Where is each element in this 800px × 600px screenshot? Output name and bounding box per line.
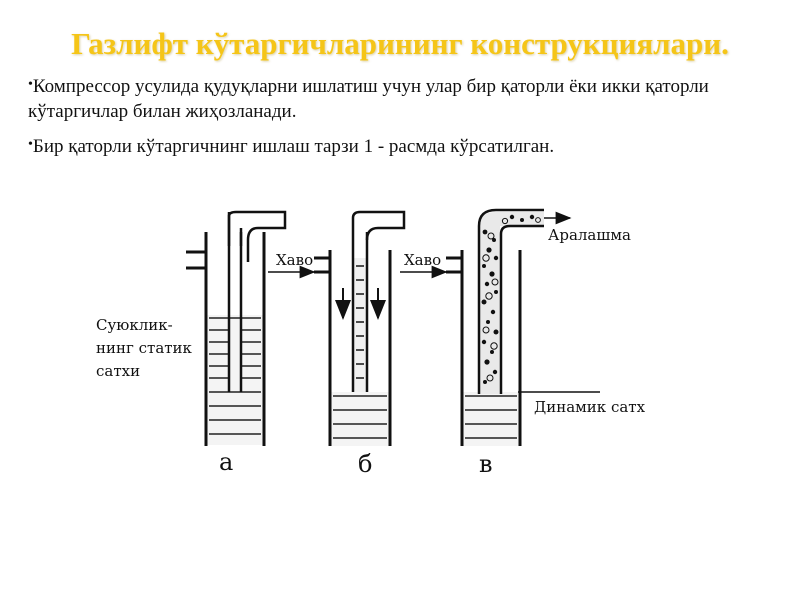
mixture-bubbles bbox=[481, 214, 535, 384]
static-level-label: Суюклик- нинг статик сатхи bbox=[96, 316, 193, 380]
bullet-dot: • bbox=[28, 137, 33, 152]
mixture-label: Аралашма bbox=[548, 226, 631, 244]
bullet-text: Компрессор усулида қудуқларни ишлатиш уч… bbox=[28, 76, 709, 122]
well-c: Хаво Аралашма bbox=[400, 208, 646, 446]
liquid-a bbox=[207, 315, 263, 445]
static-level-line-1: Суюклик- bbox=[96, 316, 173, 334]
air-label-c: Хаво bbox=[404, 251, 441, 269]
static-level-line-3: сатхи bbox=[96, 362, 140, 380]
well-a bbox=[186, 210, 287, 446]
liquid-hatch-c bbox=[465, 395, 517, 439]
bullet-item: •Бир қаторли кўтаргичнинг ишлаш тарзи 1 … bbox=[28, 132, 788, 159]
slide-title: Газлифт кўтаргичларининг конструкциялари… bbox=[71, 26, 729, 61]
bullet-dot: • bbox=[28, 77, 33, 92]
bullet-text: Бир қаторли кўтаргичнинг ишлаш тарзи 1 -… bbox=[32, 136, 555, 157]
liquid-b-bottom bbox=[331, 392, 389, 446]
liquid-hatch-a bbox=[209, 317, 261, 435]
panel-label-a: а bbox=[219, 448, 233, 476]
liquid-hatch-b bbox=[333, 265, 387, 439]
liquid-b-tube bbox=[354, 258, 366, 392]
panel-label-c: в bbox=[479, 450, 493, 478]
panel-label-b: б bbox=[358, 450, 372, 478]
bullet-item: •Компрессор усулида қудуқларни ишлатиш у… bbox=[28, 72, 788, 124]
bullet-list: •Компрессор усулида қудуқларни ишлатиш у… bbox=[28, 72, 788, 167]
dynamic-level-label: Динамик сатх bbox=[534, 398, 646, 416]
mixture-bubbles-hollow bbox=[482, 217, 541, 382]
static-level-line-2: нинг статик bbox=[96, 339, 193, 357]
liquid-c-bottom bbox=[463, 392, 519, 446]
well-b: Хаво bbox=[268, 210, 406, 446]
air-label-b: Хаво bbox=[276, 251, 313, 269]
